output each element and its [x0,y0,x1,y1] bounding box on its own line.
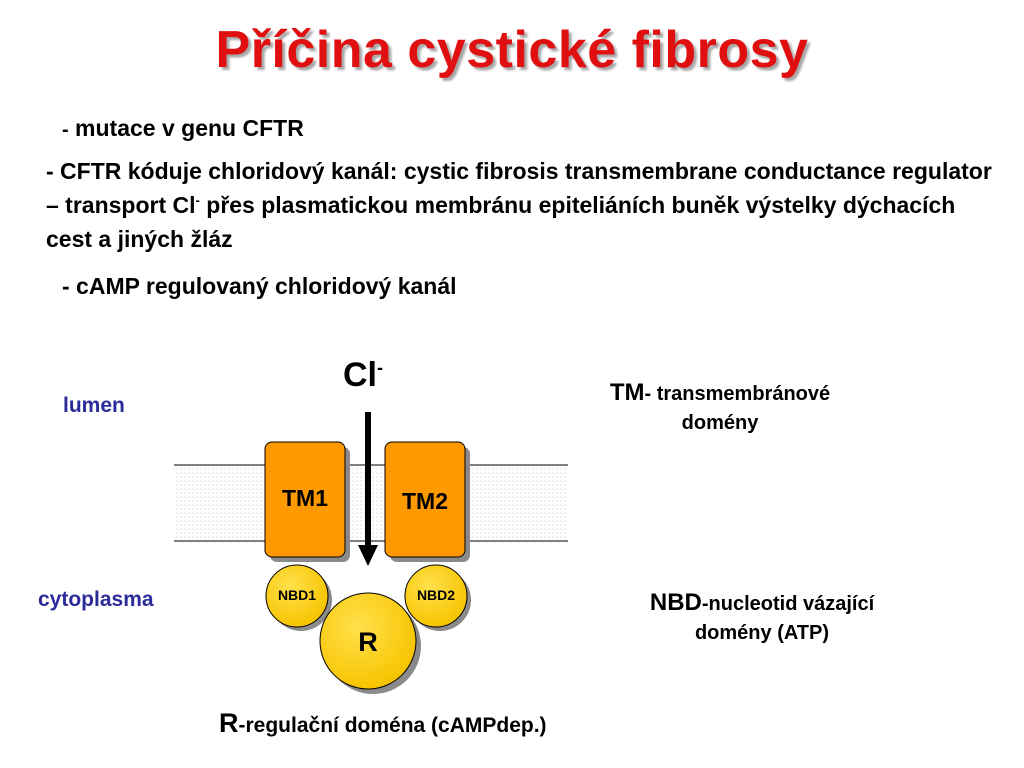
nbd2-label: NBD2 [417,587,455,603]
legend-nbd-line2: domény (ATP) [694,622,830,644]
legend-tm-desc: - transmembránové [644,383,831,405]
bullet-dash: - [62,119,69,141]
bullet-camp: - cAMP regulovaný chloridový kanál [62,273,457,299]
r-label: R [358,627,378,657]
legend-nbd-abbr: NBD [649,589,702,616]
bullet-mutation-text: mutace v genu CFTR [68,115,304,141]
bullet-cftr-text-end: přes plasmatickou membránu epiteliáních … [46,192,956,252]
legend-tm-abbr: TM [609,379,645,406]
legend-nbd-desc: -nucleotid vázající [701,593,875,615]
legend-tm-line2: domény [681,412,759,434]
lumen-label: lumen [63,394,125,417]
bullet-cftr: - CFTR kóduje chloridový kanál: cystic f… [46,154,1006,256]
chloride-charge-superscript: - [195,192,200,208]
legend-r-abbr: R [219,708,239,738]
legend-tm: TM- transmembránové domény [560,378,880,438]
chloride-symbol: Cl [343,356,377,394]
chloride-flow-arrow [358,412,378,566]
tm2-label: TM2 [402,488,448,514]
legend-nbd-line1: NBD-nucleotid vázající [602,588,922,619]
legend-nbd: NBD-nucleotid vázající domény (ATP) [602,588,922,648]
bullet-mutation: - mutace v genu CFTR [62,111,304,147]
legend-tm-line1: TM- transmembránové [560,378,880,409]
legend-r: R-regulační doména (cAMPdep.) [219,708,547,739]
chloride-charge: - [377,357,383,378]
tm1-label: TM1 [282,485,328,511]
tm2-domain: TM2 [384,441,470,562]
nbd2-domain: NBD2 [404,564,471,631]
legend-r-desc: -regulační doména (cAMPdep.) [238,714,547,737]
bullet-cftr-text-start: - CFTR kóduje chloridový kanál: cystic f… [46,158,992,218]
nbd1-domain: NBD1 [265,564,332,631]
chloride-ion-label: Cl- [343,356,383,395]
tm1-domain: TM1 [264,441,350,562]
slide-title: Příčina cystické fibrosy [215,21,809,79]
cytoplasm-label: cytoplasma [38,588,154,611]
r-domain: R [319,592,421,694]
nbd1-label: NBD1 [278,587,316,603]
